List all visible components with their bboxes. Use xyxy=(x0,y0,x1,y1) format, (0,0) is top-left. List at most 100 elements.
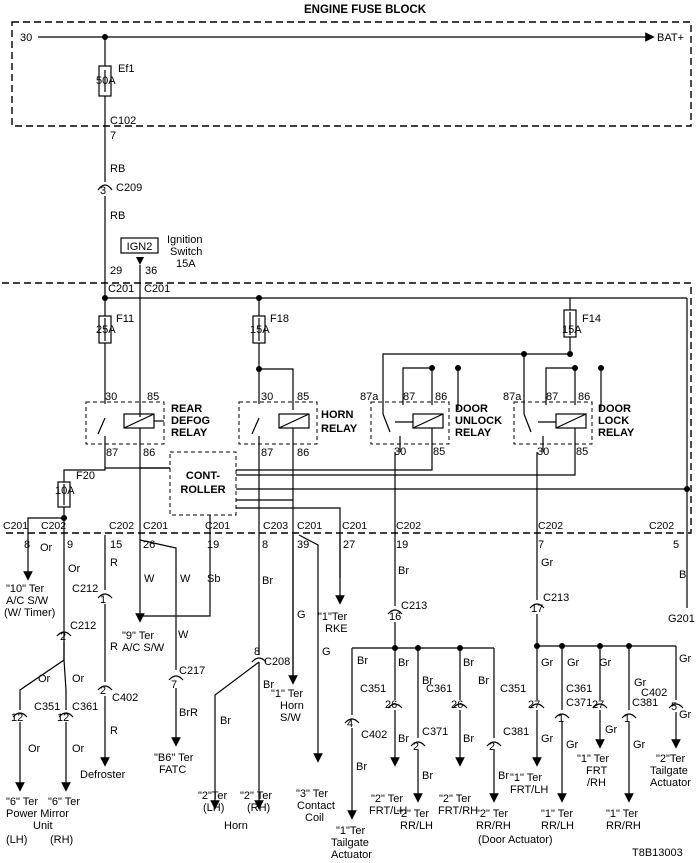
connector-c361 xyxy=(592,703,608,709)
mirror-label-2: Power Mirror xyxy=(6,808,69,820)
wire-gr: Gr xyxy=(541,657,554,669)
wire-br: Br xyxy=(463,733,474,745)
ac-timer-label-2: A/C S/W xyxy=(6,595,49,607)
wire xyxy=(259,368,294,410)
connector-c381 xyxy=(486,741,502,747)
wire-brr: BrR xyxy=(179,707,198,719)
frt-lh-1-label-2: FRT/LH xyxy=(510,784,548,796)
conn-c202: C202 xyxy=(109,520,134,532)
ignition-label-1: Ignition xyxy=(167,234,202,246)
fuse-f18-name: F18 xyxy=(270,313,289,325)
conn-c371: C371 xyxy=(566,697,592,709)
bus-30-label: 30 xyxy=(20,32,32,44)
controller-box xyxy=(169,451,237,516)
pin-1: 1 xyxy=(624,713,630,725)
pin-4: 4 xyxy=(347,718,353,730)
relay-coil xyxy=(278,413,310,429)
diagram-code: T8B13003 xyxy=(632,847,683,859)
horn-sw-label-2: Horn xyxy=(280,700,304,712)
wire xyxy=(23,517,64,581)
horn-sw-label-1: "1" Ter xyxy=(271,688,303,700)
rr-lh-1-label-2: RR/LH xyxy=(541,820,574,832)
relay-switch xyxy=(523,413,532,433)
conn-c213: C213 xyxy=(401,600,427,612)
rr-lh-2-label-2: RR/LH xyxy=(400,820,433,832)
wire-or: Or xyxy=(72,743,85,755)
horn-relay-label-2: RELAY xyxy=(321,423,358,435)
relay-coil xyxy=(555,413,587,429)
pin-86: 86 xyxy=(297,447,309,459)
conn-c402: C402 xyxy=(112,692,138,704)
wire-br: Br xyxy=(262,575,273,587)
wire xyxy=(545,367,575,405)
fatc-label-2: FATC xyxy=(159,764,186,776)
connector-c212 xyxy=(97,593,113,599)
junction xyxy=(598,365,604,371)
wire xyxy=(139,539,177,670)
wire-br: Br xyxy=(478,675,489,687)
horn-sw-label-3: S/W xyxy=(280,712,301,724)
wire-br: Br xyxy=(357,655,368,667)
wire xyxy=(210,661,260,810)
wire-br: Br xyxy=(463,657,474,669)
wire-br: Br xyxy=(398,565,409,577)
pin-2: 2 xyxy=(100,685,106,697)
pin-2: 2 xyxy=(489,741,495,753)
pin-85: 85 xyxy=(576,446,588,458)
wire-gr: Gr xyxy=(567,657,580,669)
coil-diagonal xyxy=(123,413,155,429)
wire-br: Br xyxy=(220,715,231,727)
pin-19: 19 xyxy=(396,539,408,551)
conn-c212: C212 xyxy=(72,583,98,595)
connector-c402 xyxy=(97,685,113,691)
pin-12: 12 xyxy=(57,712,69,724)
pin-29: 29 xyxy=(110,265,122,277)
conn-c201-a: C201 xyxy=(108,283,134,295)
wire-or: Or xyxy=(38,673,51,685)
pin-39: 39 xyxy=(297,539,309,551)
horn-rh-label-2: (RH) xyxy=(247,802,270,814)
connector-c361 xyxy=(58,712,74,718)
conn-c201-b: C201 xyxy=(144,283,170,295)
rr-rh-1-label-1: "1" Ter xyxy=(606,808,638,820)
ignition-label-3: 15A xyxy=(176,258,196,270)
fuse-f11-rating: 25A xyxy=(96,324,116,336)
frt-lh-2-label-1: "2" Ter xyxy=(371,793,403,805)
fuse-ef1-rating: 50A xyxy=(96,75,116,87)
pin-15: 15 xyxy=(110,539,122,551)
door-lock-label-1: DOOR xyxy=(598,403,631,415)
controller-label-1: CONT- xyxy=(186,470,221,482)
door-lock-label-3: RELAY xyxy=(598,427,635,439)
pin-86: 86 xyxy=(435,391,447,403)
wire-gr: Gr xyxy=(599,657,612,669)
wire-r: R xyxy=(110,557,118,569)
junction xyxy=(455,365,461,371)
conn-c202: C202 xyxy=(538,520,563,532)
frt-lh-2-label-2: FRT/LH xyxy=(369,805,407,817)
fuse-f11-name: F11 xyxy=(116,313,134,325)
ign2-label: IGN2 xyxy=(127,241,153,253)
pin-1: 1 xyxy=(558,713,564,725)
connector-c371 xyxy=(410,741,426,747)
frt-rh-1-label-1: "1" Ter xyxy=(577,753,609,765)
pin-85: 85 xyxy=(433,446,445,458)
pin-7: 7 xyxy=(171,679,177,691)
ground-label: G201 xyxy=(668,613,695,625)
pin-87: 87 xyxy=(261,447,273,459)
pin-7: 7 xyxy=(538,539,544,551)
fuse-f14-rating: 15A xyxy=(562,324,582,336)
pin-85: 85 xyxy=(147,391,159,403)
ac-timer-label-3: (W/ Timer) xyxy=(4,607,55,619)
horn-relay-label-1: HORN xyxy=(321,409,353,421)
frt-rh-1-label-2: FRT xyxy=(586,765,607,777)
conn-c351: C351 xyxy=(360,683,386,695)
conn-c351: C351 xyxy=(34,701,60,713)
ijb-boundary xyxy=(2,282,692,534)
mirror-label-1: "6" Ter xyxy=(6,796,38,808)
door-lock-relay-box xyxy=(513,401,593,445)
rr-rh-2-label-2: RR/RH xyxy=(476,820,511,832)
pin-87: 87 xyxy=(106,447,118,459)
frt-rh-2-label-2: FRT/RH xyxy=(438,805,478,817)
pin-27: 27 xyxy=(343,539,355,551)
